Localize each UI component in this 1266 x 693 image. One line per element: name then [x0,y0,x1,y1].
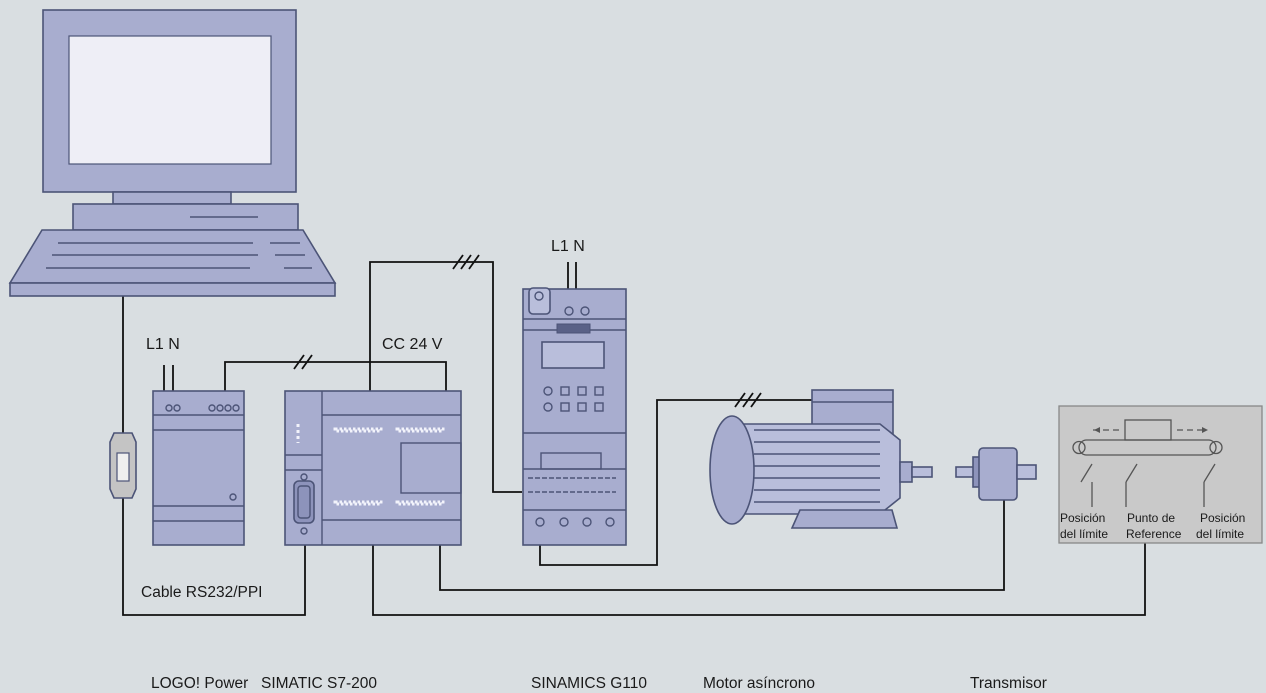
pos-right-label-1: Posición [1200,511,1245,525]
keyboard [8,229,337,284]
reference-label-2: Reference [1126,527,1182,541]
transmitter-box: Posición del límite Punto de Reference P… [1058,405,1263,544]
pos-right-label-2: del límite [1196,527,1244,541]
logo-feed-label: L1 N [146,336,180,353]
rotary-encoder [955,447,1037,501]
keyboard-front [9,282,336,297]
g110-to-motor-wire [539,399,812,566]
conductor-ticks [293,254,762,408]
simatic-s7-200-plc [284,390,462,546]
transmitter-caption: Transmisor [970,675,1047,692]
rs232-adapter [109,432,137,499]
logo-power-feed-wire [163,365,174,391]
simatic-caption: SIMATIC S7-200 [261,675,377,692]
motor-caption: Motor asíncrono [703,675,815,692]
reference-label-1: Punto de [1127,511,1175,525]
g110-feed-label: L1 N [551,238,585,255]
pos-left-label-1: Posición [1060,511,1105,525]
pos-left-label-2: del límite [1060,527,1108,541]
plc-to-encoder-wire [439,500,1005,591]
plc-to-g110-wire [369,261,522,493]
plc-to-transmitter-wire [372,543,1146,616]
dc24v-label: CC 24 V [382,336,443,353]
rs232-cable-wire [122,296,306,616]
sinamics-caption: SINAMICS G110 [531,675,647,692]
sinamics-g110-drive [522,287,627,546]
g110-feed-wire [567,262,577,289]
monitor-neck [112,191,232,205]
logo-power-supply [152,390,245,546]
wiring [122,254,1146,616]
computer-base [72,203,299,231]
dc24v-wire [224,361,447,391]
monitor-screen [68,35,272,165]
asynchronous-motor [709,389,933,529]
logo-power-caption: LOGO! Power [151,675,248,692]
computer [8,9,337,297]
rs232-cable-label: Cable RS232/PPI [141,584,263,601]
